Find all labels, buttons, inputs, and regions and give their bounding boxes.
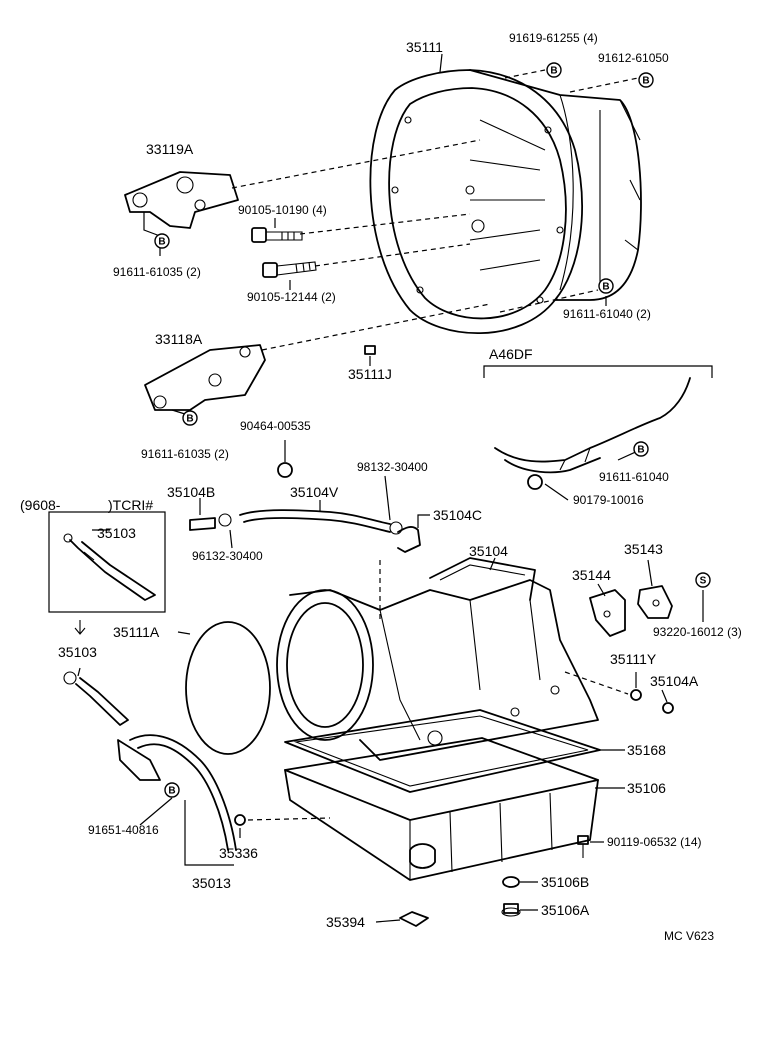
gasket-35106b-drawing <box>502 876 520 888</box>
hose-35104v-drawing <box>239 509 391 533</box>
tcri-box <box>48 511 166 613</box>
bolt-90105-10190-drawing <box>251 227 303 243</box>
label-93220-16012: 93220-16012 (3) <box>653 625 742 639</box>
label-tcri-close: )TCRI# <box>108 497 153 513</box>
label-35106b: 35106B <box>541 874 589 890</box>
bracket-35144-drawing <box>589 589 626 637</box>
label-91619-61255: 91619-61255 (4) <box>509 31 598 45</box>
label-90179-10016: 90179-10016 <box>573 493 644 507</box>
diagram-code: MC V623 <box>664 929 714 943</box>
b-badge-icon: B <box>164 782 180 798</box>
svg-text:B: B <box>550 66 557 77</box>
svg-text:S: S <box>700 576 707 587</box>
pin-35111j-drawing <box>364 345 376 355</box>
label-91611-61035-top: 91611-61035 (2) <box>113 265 201 279</box>
b-badge-icon: B <box>633 441 649 457</box>
s-badge-icon: S <box>695 572 711 588</box>
label-35104b: 35104B <box>167 484 215 500</box>
magnet-35394-drawing <box>399 911 429 927</box>
label-35104: 35104 <box>469 543 508 559</box>
b-badge-icon: B <box>638 72 654 88</box>
label-35104v: 35104V <box>290 484 339 500</box>
label-35394: 35394 <box>326 914 365 930</box>
drain-plug-35106a-drawing <box>501 903 521 917</box>
label-91651-40816: 91651-40816 <box>88 823 159 837</box>
label-33118a: 33118A <box>155 331 203 347</box>
bracket-35143-drawing <box>637 585 673 619</box>
svg-text:B: B <box>168 786 175 797</box>
part-labels: 35111 91619-61255 (4) 91612-61050 33119A… <box>20 31 742 943</box>
label-35144: 35144 <box>572 567 611 583</box>
label-90105-10190: 90105-10190 (4) <box>238 203 327 217</box>
label-90119-06532: 90119-06532 (14) <box>607 835 702 849</box>
label-91612-61050: 91612-61050 <box>598 51 669 65</box>
label-35111a: 35111A <box>113 624 160 640</box>
label-35168: 35168 <box>627 742 666 758</box>
label-90464-00535: 90464-00535 <box>240 419 311 433</box>
label-35111: 35111 <box>406 39 443 55</box>
label-35104c: 35104C <box>433 507 482 523</box>
label-96132-30400: 96132-30400 <box>192 549 263 563</box>
label-35106a: 35106A <box>541 902 590 918</box>
dipstick-35103-drawing <box>63 671 129 726</box>
fitting-35104b-drawing <box>189 513 232 531</box>
oring-35111y-drawing <box>630 689 642 701</box>
b-badge-icon: B <box>182 410 198 426</box>
label-a46df: A46DF <box>489 346 533 362</box>
label-35104a: 35104A <box>650 673 699 689</box>
label-91611-61035-mid: 91611-61035 (2) <box>141 447 229 461</box>
label-35013: 35013 <box>192 875 231 891</box>
b-badge-icon: B <box>546 62 562 78</box>
svg-text:B: B <box>637 445 644 456</box>
label-tcri-open: (9608- <box>20 497 61 513</box>
b-badge-icon: B <box>154 233 170 249</box>
fitting-35104c-drawing <box>389 521 421 553</box>
svg-text:B: B <box>158 237 165 248</box>
bracket-33119a-drawing <box>124 171 239 229</box>
label-33119a: 33119A <box>146 141 194 157</box>
label-35103: 35103 <box>58 644 97 660</box>
b-badge-icon: B <box>598 278 614 294</box>
transmission-case-drawing <box>276 557 599 761</box>
label-35103-box: 35103 <box>97 525 136 541</box>
oil-pan-35106-drawing <box>284 737 599 881</box>
dipstick-tube-35013-drawing <box>117 734 237 851</box>
plug-35104a-drawing <box>662 702 674 714</box>
arrow-down-icon <box>74 620 86 635</box>
pan-gasket-35168-drawing <box>284 709 601 793</box>
gasket-35111a-drawing <box>185 621 271 755</box>
a46df-detail-drawing <box>483 365 713 490</box>
label-35111y: 35111Y <box>610 651 657 667</box>
label-98132-30400: 98132-30400 <box>357 460 428 474</box>
label-35143: 35143 <box>624 541 663 557</box>
bolt-90105-12144-drawing <box>262 261 317 278</box>
oring-35336-drawing <box>234 814 246 826</box>
clip-90464-drawing <box>277 462 293 478</box>
label-35336: 35336 <box>219 845 258 861</box>
bell-housing-drawing <box>369 69 642 335</box>
label-91611-61040-right: 91611-61040 (2) <box>563 307 651 321</box>
svg-text:B: B <box>602 282 609 293</box>
label-35106: 35106 <box>627 780 666 796</box>
svg-text:B: B <box>186 414 193 425</box>
label-35111j: 35111J <box>348 366 392 382</box>
svg-text:B: B <box>642 76 649 87</box>
label-91611-61040-detail: 91611-61040 <box>599 470 669 484</box>
label-90105-12144: 90105-12144 (2) <box>247 290 336 304</box>
bolt-90119-drawing <box>577 835 589 858</box>
bracket-33118a-drawing <box>144 344 266 411</box>
